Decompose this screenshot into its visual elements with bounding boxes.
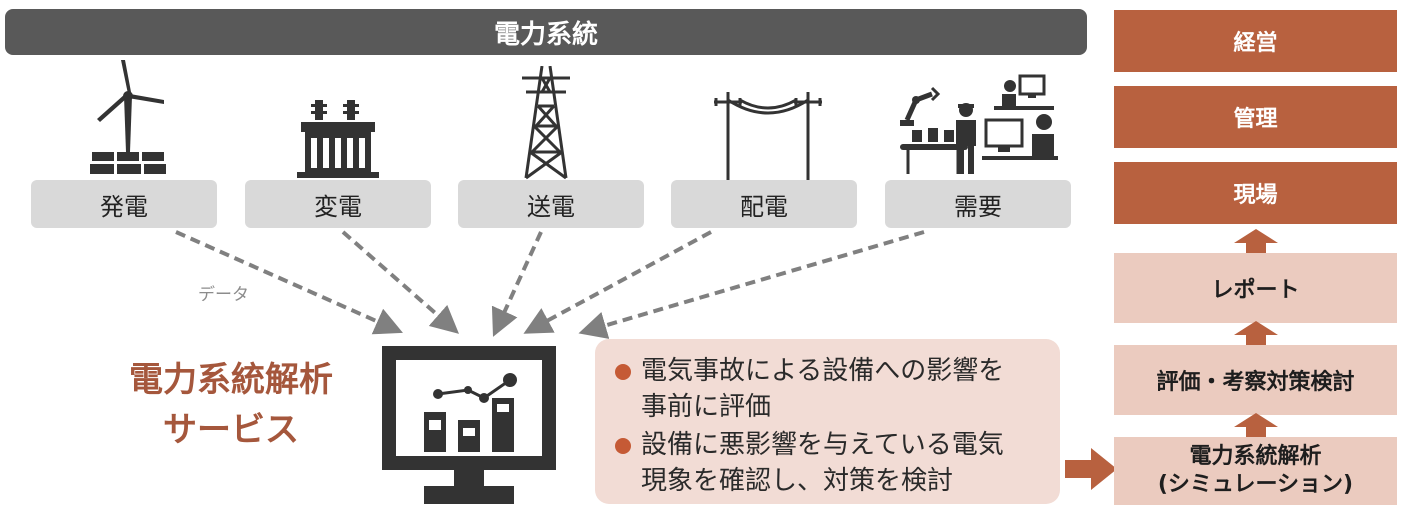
analysis-label-line1: 電力系統解析 [1189,444,1322,469]
category-label: 配電 [740,192,788,221]
service-title: 電力系統解析 サービス [96,355,366,455]
bullet-item: 設備に悪影響を与えている電気 現象を確認し、対策を検討 [615,427,1004,499]
utility-pole-icon [712,92,824,182]
wind-turbine-icon [88,60,168,178]
field-label: 現場 [1233,183,1278,208]
power-system-banner: 電力系統 [5,9,1087,55]
field-box: 現場 [1114,162,1397,224]
control-box: 管理 [1114,86,1397,148]
factory-users-icon [898,74,1058,178]
category-substation: 変電 [245,180,431,228]
arrow-demand [578,230,925,339]
analysis-box: 電力系統解析 (シミュレーション) [1114,437,1397,505]
service-title-line1: 電力系統解析 [129,360,333,400]
bullet-dot [615,364,631,380]
service-description-box: 電気事故による設備への影響を 事前に評価 設備に悪影響を与えている電気 現象を確… [595,339,1060,504]
bullet-line2: 事前に評価 [641,392,772,422]
right-arrow-icon [1065,448,1117,494]
category-label: 変電 [314,192,362,221]
category-distribution: 配電 [671,180,857,228]
bullet-line1: 電気事故による設備への影響を [641,356,1005,386]
data-label: データ [198,285,249,305]
arrow-substation [341,230,460,334]
up-arrow-icon [1234,321,1278,349]
report-label: レポート [1211,278,1300,303]
report-box: レポート [1114,253,1397,323]
arrow-generation [175,230,403,335]
bullet-line1: 設備に悪影響を与えている電気 [641,430,1004,460]
category-generation: 発電 [31,180,217,228]
arrow-distribution [523,230,712,334]
analysis-label-line2: (シミュレーション) [1157,472,1354,497]
evaluation-box: 評価・考察対策検討 [1114,345,1397,415]
management-label: 経営 [1233,31,1278,56]
banner-title: 電力系統 [493,19,598,50]
category-label: 送電 [527,192,575,221]
bullet-dot [615,438,631,454]
up-arrow-icon [1234,229,1278,257]
category-label: 発電 [100,192,148,221]
transmission-tower-icon [520,66,572,180]
evaluation-label: 評価・考察対策検討 [1156,370,1355,395]
service-title-line2: サービス [163,410,299,450]
arrow-transmission [491,231,543,337]
bullet-line2: 現象を確認し、対策を検討 [641,466,954,496]
bullet-item: 電気事故による設備への影響を 事前に評価 [615,353,1005,425]
transformer-icon [297,100,379,178]
category-demand: 需要 [885,180,1071,228]
management-box: 経営 [1114,10,1397,72]
category-label: 需要 [954,192,1002,221]
control-label: 管理 [1233,107,1278,132]
monitor-analytics-icon [380,340,558,510]
category-transmission: 送電 [458,180,644,228]
up-arrow-icon [1234,413,1278,441]
